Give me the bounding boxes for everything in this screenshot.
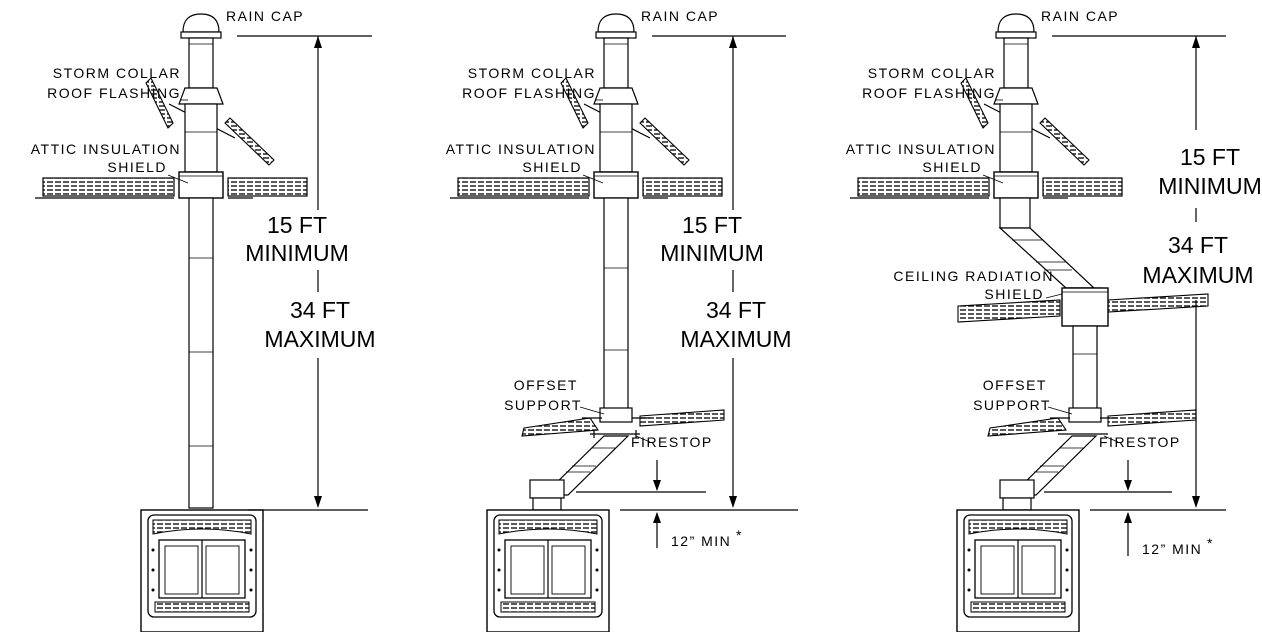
min-height-label: MINIMUM — [245, 240, 348, 266]
support-label: SUPPORT — [973, 397, 1051, 413]
attic-insulation-label: ATTIC INSULATION — [31, 141, 181, 157]
ceiling-shield-label: SHIELD — [984, 286, 1044, 302]
stove — [486, 509, 610, 632]
ceiling-radiation-label: CEILING RADIATION — [893, 268, 1054, 284]
offset-support-floor — [521, 409, 725, 438]
offset-elbow — [999, 435, 1098, 511]
min-height-value: 15 FT — [682, 212, 742, 238]
roof-flashing-label: ROOF FLASHING — [862, 85, 996, 101]
shield-label: SHIELD — [922, 159, 982, 175]
offset-label: OFFSET — [983, 377, 1047, 393]
attic-insulation-label: ATTIC INSULATION — [846, 141, 996, 157]
min-height-label: MINIMUM — [660, 240, 763, 266]
firestop-label: FIRESTOP — [1099, 434, 1181, 450]
max-height-label: MAXIMUM — [1142, 262, 1253, 288]
max-height-label: MAXIMUM — [264, 326, 375, 352]
rooftop-assembly — [849, 13, 1123, 199]
rooftop-assembly — [449, 13, 723, 199]
stove — [140, 509, 264, 632]
rain-cap-label: RAIN CAP — [226, 8, 304, 24]
panel-straight: RAIN CAP STORM COLLAR ROOF FLASHING ATTI… — [31, 8, 376, 632]
attic-insulation-label: ATTIC INSULATION — [446, 141, 596, 157]
panel-double-offset: RAIN CAP STORM COLLAR ROOF FLASHING ATTI… — [846, 8, 1262, 632]
min-clearance-label: 12” MIN — [1142, 541, 1202, 557]
offset-elbow — [529, 435, 630, 511]
asterisk: * — [1207, 535, 1214, 551]
roof-flashing-label: ROOF FLASHING — [462, 85, 596, 101]
support-label: SUPPORT — [504, 397, 582, 413]
ceiling-radiation-shield — [957, 287, 1209, 327]
shield-label: SHIELD — [107, 159, 167, 175]
max-height-value: 34 FT — [1168, 232, 1228, 258]
firestop-label: FIRESTOP — [631, 434, 713, 450]
rooftop-assembly — [34, 13, 308, 199]
panel-offset: RAIN CAP STORM COLLAR ROOF FLASHING ATTI… — [446, 8, 798, 632]
min-height-value: 15 FT — [267, 212, 327, 238]
storm-collar-label: STORM COLLAR — [53, 65, 181, 81]
shield-label: SHIELD — [522, 159, 582, 175]
stove — [956, 509, 1080, 632]
rain-cap-label: RAIN CAP — [641, 8, 719, 24]
max-height-value: 34 FT — [290, 297, 350, 323]
chimney-pipe — [188, 197, 214, 509]
roof-flashing-label: ROOF FLASHING — [47, 85, 181, 101]
chimney-pipe — [1068, 325, 1102, 423]
max-height-value: 34 FT — [706, 297, 766, 323]
min-height-label: MINIMUM — [1158, 173, 1261, 199]
offset-label: OFFSET — [514, 377, 578, 393]
rain-cap-label: RAIN CAP — [1041, 8, 1119, 24]
asterisk: * — [736, 527, 743, 543]
max-height-label: MAXIMUM — [680, 326, 791, 352]
min-height-value: 15 FT — [1180, 144, 1240, 170]
min-clearance-label: 12” MIN — [671, 533, 731, 549]
chimney-pipe — [599, 197, 633, 423]
storm-collar-label: STORM COLLAR — [868, 65, 996, 81]
storm-collar-label: STORM COLLAR — [468, 65, 596, 81]
